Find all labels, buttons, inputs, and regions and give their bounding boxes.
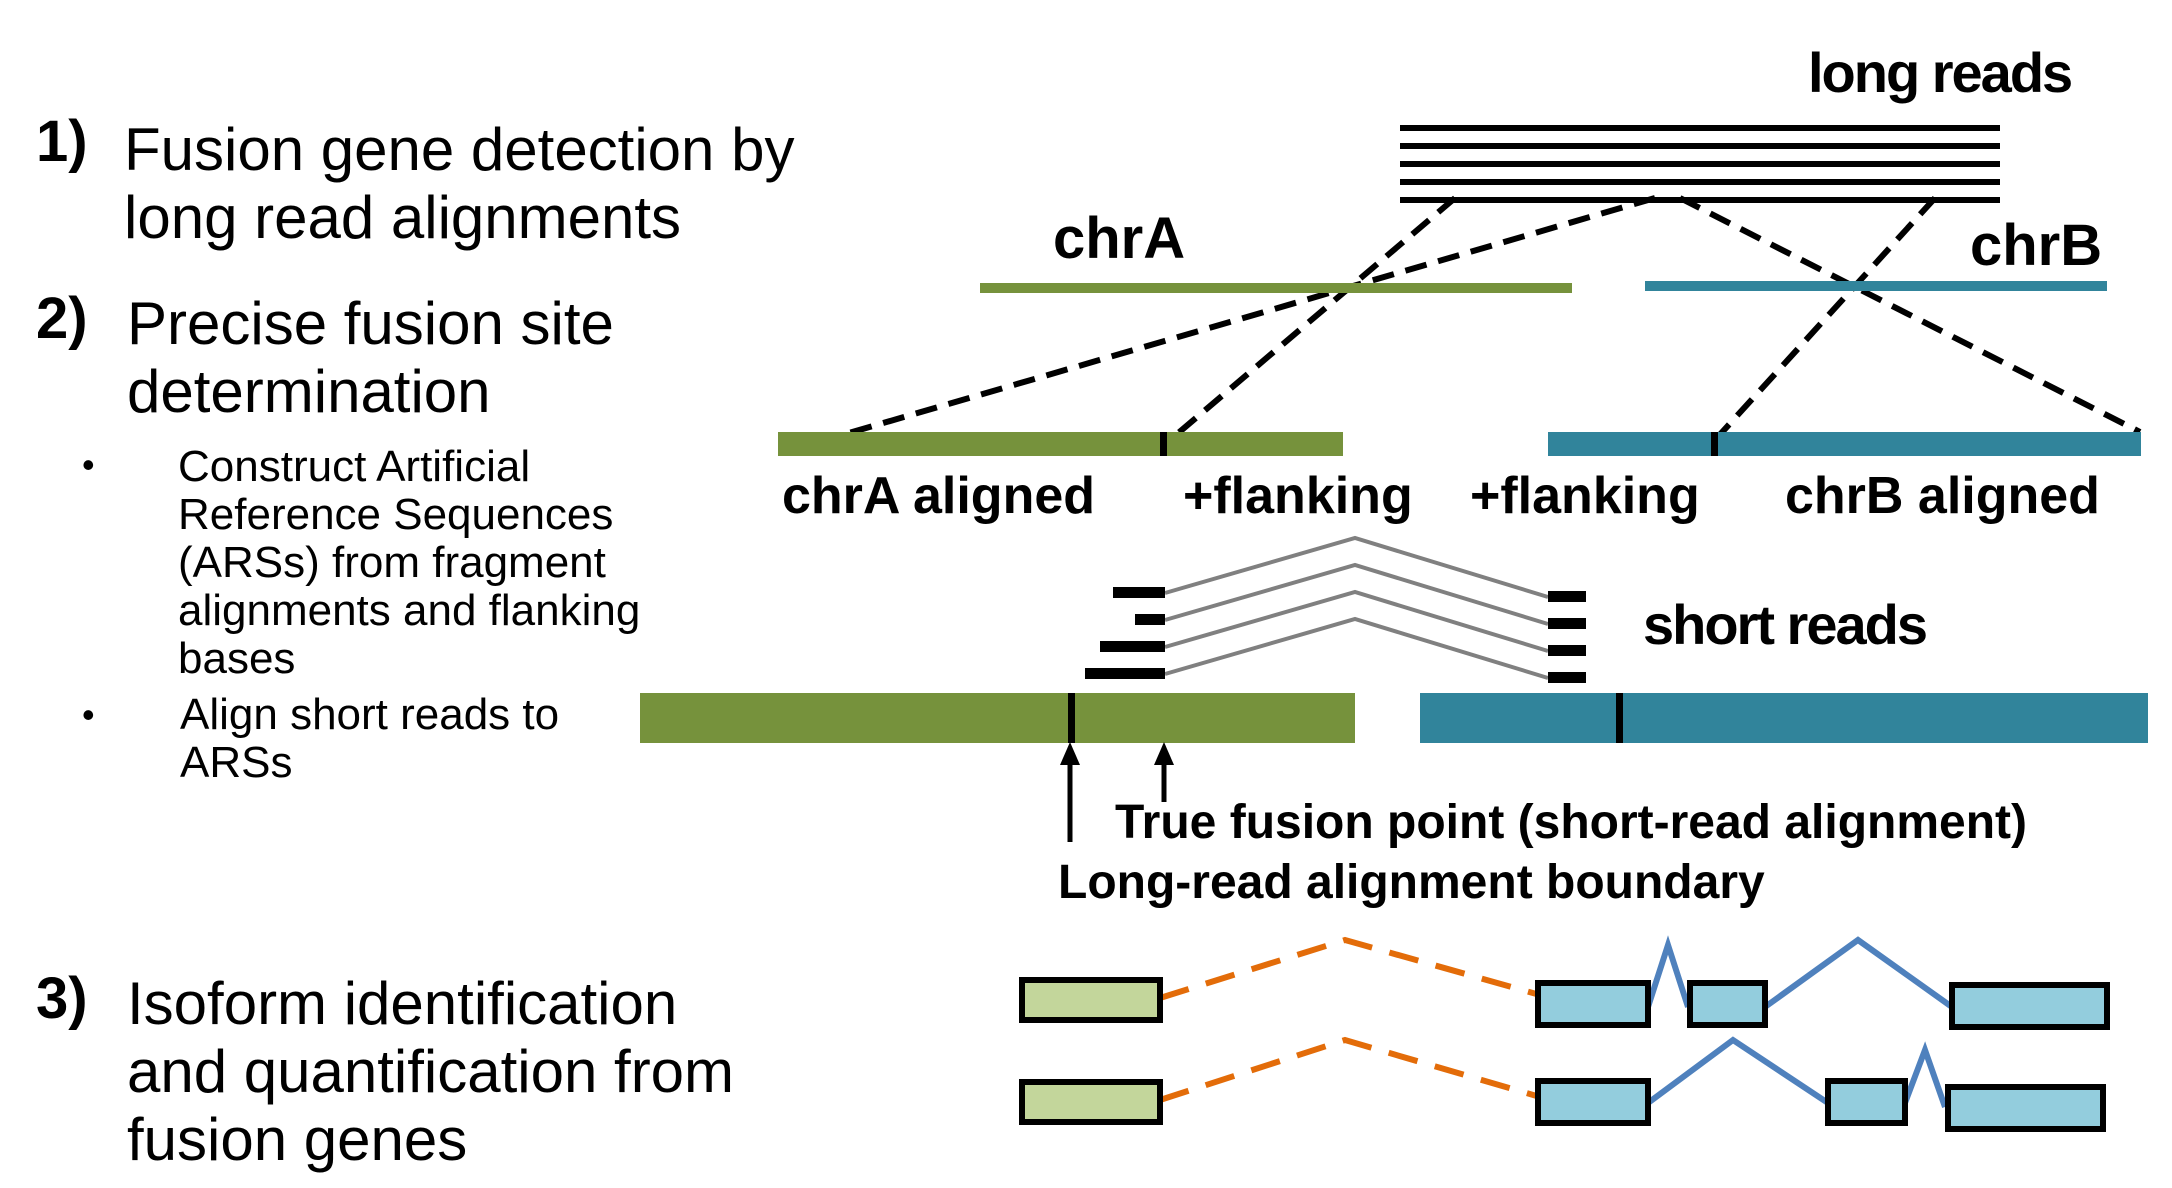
- step-3-text-line-3: fusion genes: [127, 1106, 468, 1173]
- chrB-boundary-tick: [1711, 432, 1718, 456]
- chrA-boundary-tick: [1160, 432, 1167, 456]
- short-read-left: [1100, 641, 1165, 652]
- chrB-ars-bar: [1420, 693, 2148, 743]
- short-read-connector: [1164, 535, 1549, 599]
- short-read-left: [1135, 614, 1165, 625]
- bullet-2-line-1: Align short reads to: [180, 690, 560, 739]
- flanking-right-label: +flanking: [1470, 467, 1700, 525]
- true-fusion-point-label: True fusion point (short-read alignment): [1115, 796, 2027, 849]
- isoform-1-exon-green: [1019, 977, 1163, 1023]
- short-read-connector: [1164, 616, 1549, 680]
- mapping-line: [824, 195, 1656, 443]
- isoform-1-blue-junction: [1645, 935, 1691, 1008]
- short-read-right: [1548, 618, 1586, 629]
- step-1-text-line-1: Fusion gene detection by: [124, 116, 795, 183]
- long-reads-stack: [1400, 125, 2000, 203]
- isoform-2-exon-green: [1019, 1079, 1163, 1125]
- isoform-1-blue-junction: [1763, 936, 1954, 1010]
- bullet-1-line-3: (ARSs) from fragment: [178, 538, 606, 587]
- isoform-2-exon-blue: [1945, 1084, 2106, 1132]
- long-read-boundary-label: Long-read alignment boundary: [1058, 856, 1765, 909]
- chrA-aligned-bar: [778, 432, 1343, 456]
- bullet-1-line-5: bases: [178, 634, 296, 683]
- short-read-left: [1113, 587, 1165, 598]
- step-3-text-line-2: and quantification from: [127, 1038, 735, 1105]
- mapping-line: [1678, 195, 2142, 435]
- long-reads-label: long reads: [1808, 41, 2073, 104]
- alignment-mapping-lines: [824, 195, 2142, 443]
- bullet-1-line-1: Construct Artificial: [178, 442, 531, 491]
- chrB-label: chrB: [1970, 213, 2103, 278]
- isoform-1-exon-blue: [1535, 980, 1651, 1028]
- flanking-left-label: +flanking: [1183, 467, 1413, 525]
- chrA-ars-bar: [640, 693, 1355, 743]
- step-1-number: 1): [36, 109, 88, 174]
- mapping-line: [1712, 195, 1938, 443]
- isoform-1-exon-blue: [1949, 982, 2110, 1030]
- short-read-connector: [1164, 589, 1549, 653]
- chrA-bar: [980, 283, 1572, 293]
- step-3-number: 3): [36, 966, 88, 1031]
- isoform-1-orange-junction: [1159, 936, 1541, 1001]
- bullet-1-symbol: •: [82, 444, 95, 485]
- fusion-point-arrow: [1154, 742, 1174, 802]
- chrB-bar: [1645, 281, 2107, 291]
- chrA-aligned-label: chrA aligned: [782, 467, 1096, 525]
- fusion-point-arrow-head: [1154, 742, 1174, 765]
- bullet-1-line-2: Reference Sequences: [178, 490, 614, 539]
- step-2-text-line-1: Precise fusion site: [127, 290, 614, 357]
- step-2-number: 2): [36, 286, 88, 351]
- isoform-2-exon-blue: [1535, 1078, 1651, 1126]
- short-read-right: [1548, 672, 1586, 683]
- bullet-1-line-4: alignments and flanking: [178, 586, 641, 635]
- boundary-arrow: [1060, 742, 1080, 842]
- isoform-2: [1019, 1036, 2106, 1132]
- isoform-1: [1019, 935, 2110, 1030]
- isoform-2-exon-blue: [1825, 1078, 1908, 1126]
- boundary-arrow-head: [1060, 742, 1080, 765]
- chrA-ars-boundary-tick: [1068, 693, 1075, 743]
- short-read-right: [1548, 591, 1586, 602]
- short-read-connector: [1164, 562, 1549, 626]
- bullet-2-line-2: ARSs: [180, 738, 293, 787]
- step-3-text-line-1: Isoform identification: [127, 970, 678, 1037]
- isoform-2-blue-junction: [1902, 1041, 1948, 1108]
- short-read-segments: [1085, 587, 1586, 683]
- isoform-2-blue-junction: [1646, 1036, 1830, 1106]
- isoform-2-orange-junction: [1159, 1036, 1541, 1103]
- short-reads-label: short reads: [1643, 593, 1928, 656]
- short-read-right: [1548, 645, 1586, 656]
- mapping-line: [1168, 195, 1457, 443]
- isoform-1-exon-blue: [1687, 980, 1768, 1028]
- chrB-aligned-bar: [1548, 432, 2141, 456]
- bullet-2-symbol: •: [82, 694, 95, 735]
- step-1-text-line-2: long read alignments: [124, 184, 682, 251]
- short-read-left: [1085, 668, 1165, 679]
- chrB-ars-boundary-tick: [1616, 693, 1623, 743]
- step-2-text-line-2: determination: [127, 358, 491, 425]
- chrA-label: chrA: [1053, 206, 1186, 271]
- short-read-connectors: [1164, 535, 1549, 680]
- chrB-aligned-label: chrB aligned: [1785, 467, 2100, 525]
